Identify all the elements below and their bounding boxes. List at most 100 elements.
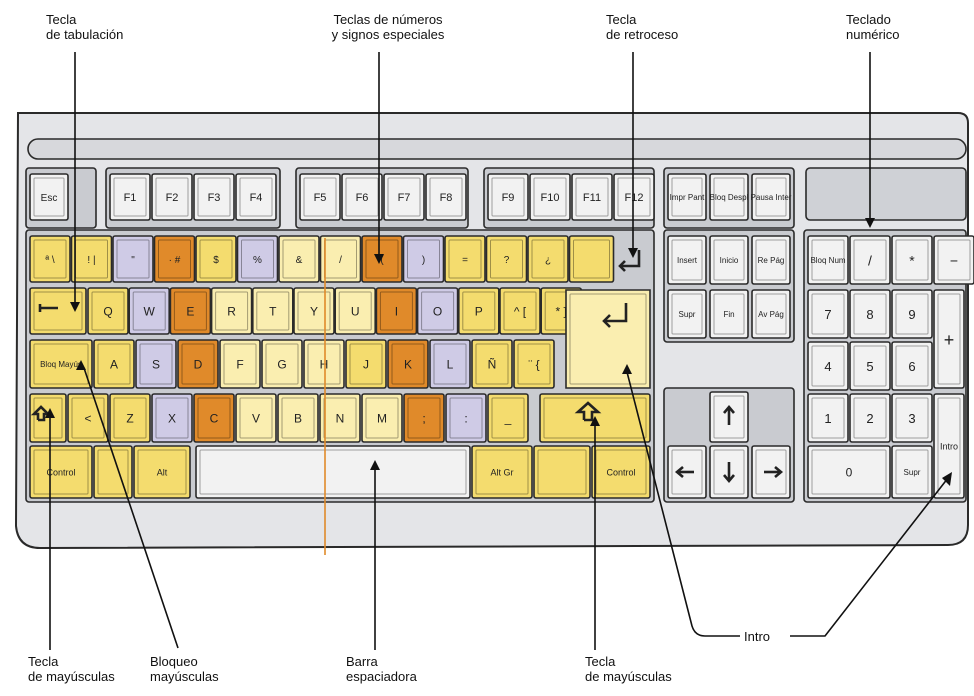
space-bar[interactable]	[195, 445, 471, 499]
numpad-digit-key[interactable]	[849, 289, 891, 339]
numpad-key[interactable]	[849, 235, 891, 285]
key-face	[215, 291, 249, 331]
function-key-7[interactable]	[383, 173, 425, 221]
number-key[interactable]	[70, 235, 113, 283]
number-key[interactable]	[444, 235, 486, 283]
letter-key[interactable]	[445, 393, 487, 443]
nav-key-top[interactable]	[709, 173, 749, 221]
number-key[interactable]	[112, 235, 154, 283]
nav-key-top[interactable]	[667, 173, 707, 221]
numpad-digit-key[interactable]	[849, 341, 891, 391]
numpad-key[interactable]	[807, 235, 849, 285]
letter-key[interactable]	[277, 393, 319, 443]
numpad-supr-key[interactable]	[891, 445, 933, 499]
letter-key[interactable]	[93, 339, 135, 389]
edit-key[interactable]	[667, 289, 707, 339]
letter-key[interactable]	[135, 339, 177, 389]
letter-key[interactable]	[87, 287, 129, 335]
key-face	[595, 449, 647, 495]
tab-key[interactable]	[29, 287, 87, 335]
letter-key[interactable]	[345, 339, 387, 389]
letter-key[interactable]	[487, 393, 529, 443]
number-key[interactable]	[29, 235, 71, 283]
letter-key[interactable]	[293, 287, 335, 335]
numpad-digit-key[interactable]	[849, 393, 891, 443]
letter-key[interactable]	[261, 339, 303, 389]
numpad-key[interactable]	[891, 235, 933, 285]
alt-gr-key[interactable]	[471, 445, 533, 499]
control-right-key[interactable]	[591, 445, 651, 499]
number-key[interactable]	[402, 235, 445, 283]
letter-key[interactable]	[457, 287, 500, 335]
function-key-11[interactable]	[571, 173, 613, 221]
key-face	[537, 449, 587, 495]
numpad-zero-key[interactable]	[807, 445, 891, 499]
letter-key[interactable]	[67, 393, 109, 443]
nav-key-top[interactable]	[751, 173, 791, 221]
letter-key[interactable]	[513, 339, 555, 389]
number-key[interactable]	[319, 235, 362, 283]
enter-key[interactable]	[565, 289, 651, 389]
numpad-digit-key[interactable]	[891, 341, 933, 391]
number-key[interactable]	[527, 235, 569, 283]
function-key-9[interactable]	[487, 173, 529, 221]
letter-key[interactable]	[375, 287, 418, 335]
number-key[interactable]	[485, 235, 528, 283]
letter-key[interactable]	[219, 339, 261, 389]
function-key-12[interactable]	[613, 173, 655, 221]
letter-key[interactable]	[499, 287, 541, 335]
function-key-3[interactable]	[193, 173, 235, 221]
numpad-digit-key[interactable]	[891, 393, 933, 443]
number-key[interactable]	[153, 235, 196, 283]
function-key-1[interactable]	[109, 173, 151, 221]
caps-lock-key[interactable]	[29, 339, 93, 389]
numpad-digit-key[interactable]	[807, 289, 849, 339]
function-key-4[interactable]	[235, 173, 277, 221]
letter-key[interactable]	[429, 339, 471, 389]
letter-key[interactable]	[210, 287, 253, 335]
letter-key[interactable]	[319, 393, 361, 443]
letter-key[interactable]	[387, 339, 429, 389]
numpad-digit-key[interactable]	[807, 393, 849, 443]
letter-key[interactable]	[471, 339, 513, 389]
menu-key[interactable]	[533, 445, 591, 499]
function-key-10[interactable]	[529, 173, 571, 221]
function-key-8[interactable]	[425, 173, 467, 221]
letter-key[interactable]	[361, 393, 403, 443]
numpad-enter-key[interactable]	[933, 393, 965, 499]
edit-key[interactable]	[709, 289, 749, 339]
edit-key[interactable]	[751, 235, 791, 285]
letter-key[interactable]	[177, 339, 219, 389]
letter-key[interactable]	[193, 393, 235, 443]
edit-key[interactable]	[751, 289, 791, 339]
edit-key[interactable]	[709, 235, 749, 285]
numpad-key[interactable]	[933, 235, 974, 285]
number-key[interactable]	[195, 235, 237, 283]
edit-key[interactable]	[667, 235, 707, 285]
letter-key[interactable]	[334, 287, 377, 335]
letter-key[interactable]	[252, 287, 294, 335]
number-key[interactable]	[236, 235, 279, 283]
letter-key[interactable]	[169, 287, 212, 335]
shift-left-arrow-icon	[30, 405, 52, 422]
control-left-key[interactable]	[29, 445, 93, 499]
function-key-5[interactable]	[299, 173, 341, 221]
backspace-arrow-icon	[620, 250, 641, 268]
backspace-key[interactable]	[568, 235, 615, 283]
numpad-digit-key[interactable]	[891, 289, 933, 339]
letter-key[interactable]	[235, 393, 277, 443]
letter-key[interactable]	[151, 393, 193, 443]
alt-key[interactable]	[133, 445, 191, 499]
number-key[interactable]	[278, 235, 320, 283]
numpad-digit-key[interactable]	[807, 341, 849, 391]
number-key[interactable]	[361, 235, 403, 283]
letter-key[interactable]	[403, 393, 445, 443]
numpad-plus-key[interactable]	[933, 289, 965, 389]
esc-key[interactable]	[29, 173, 69, 221]
letter-key[interactable]	[303, 339, 345, 389]
letter-key[interactable]	[128, 287, 170, 335]
function-key-2[interactable]	[151, 173, 193, 221]
function-key-6[interactable]	[341, 173, 383, 221]
letter-key[interactable]	[416, 287, 459, 335]
letter-key[interactable]	[109, 393, 151, 443]
